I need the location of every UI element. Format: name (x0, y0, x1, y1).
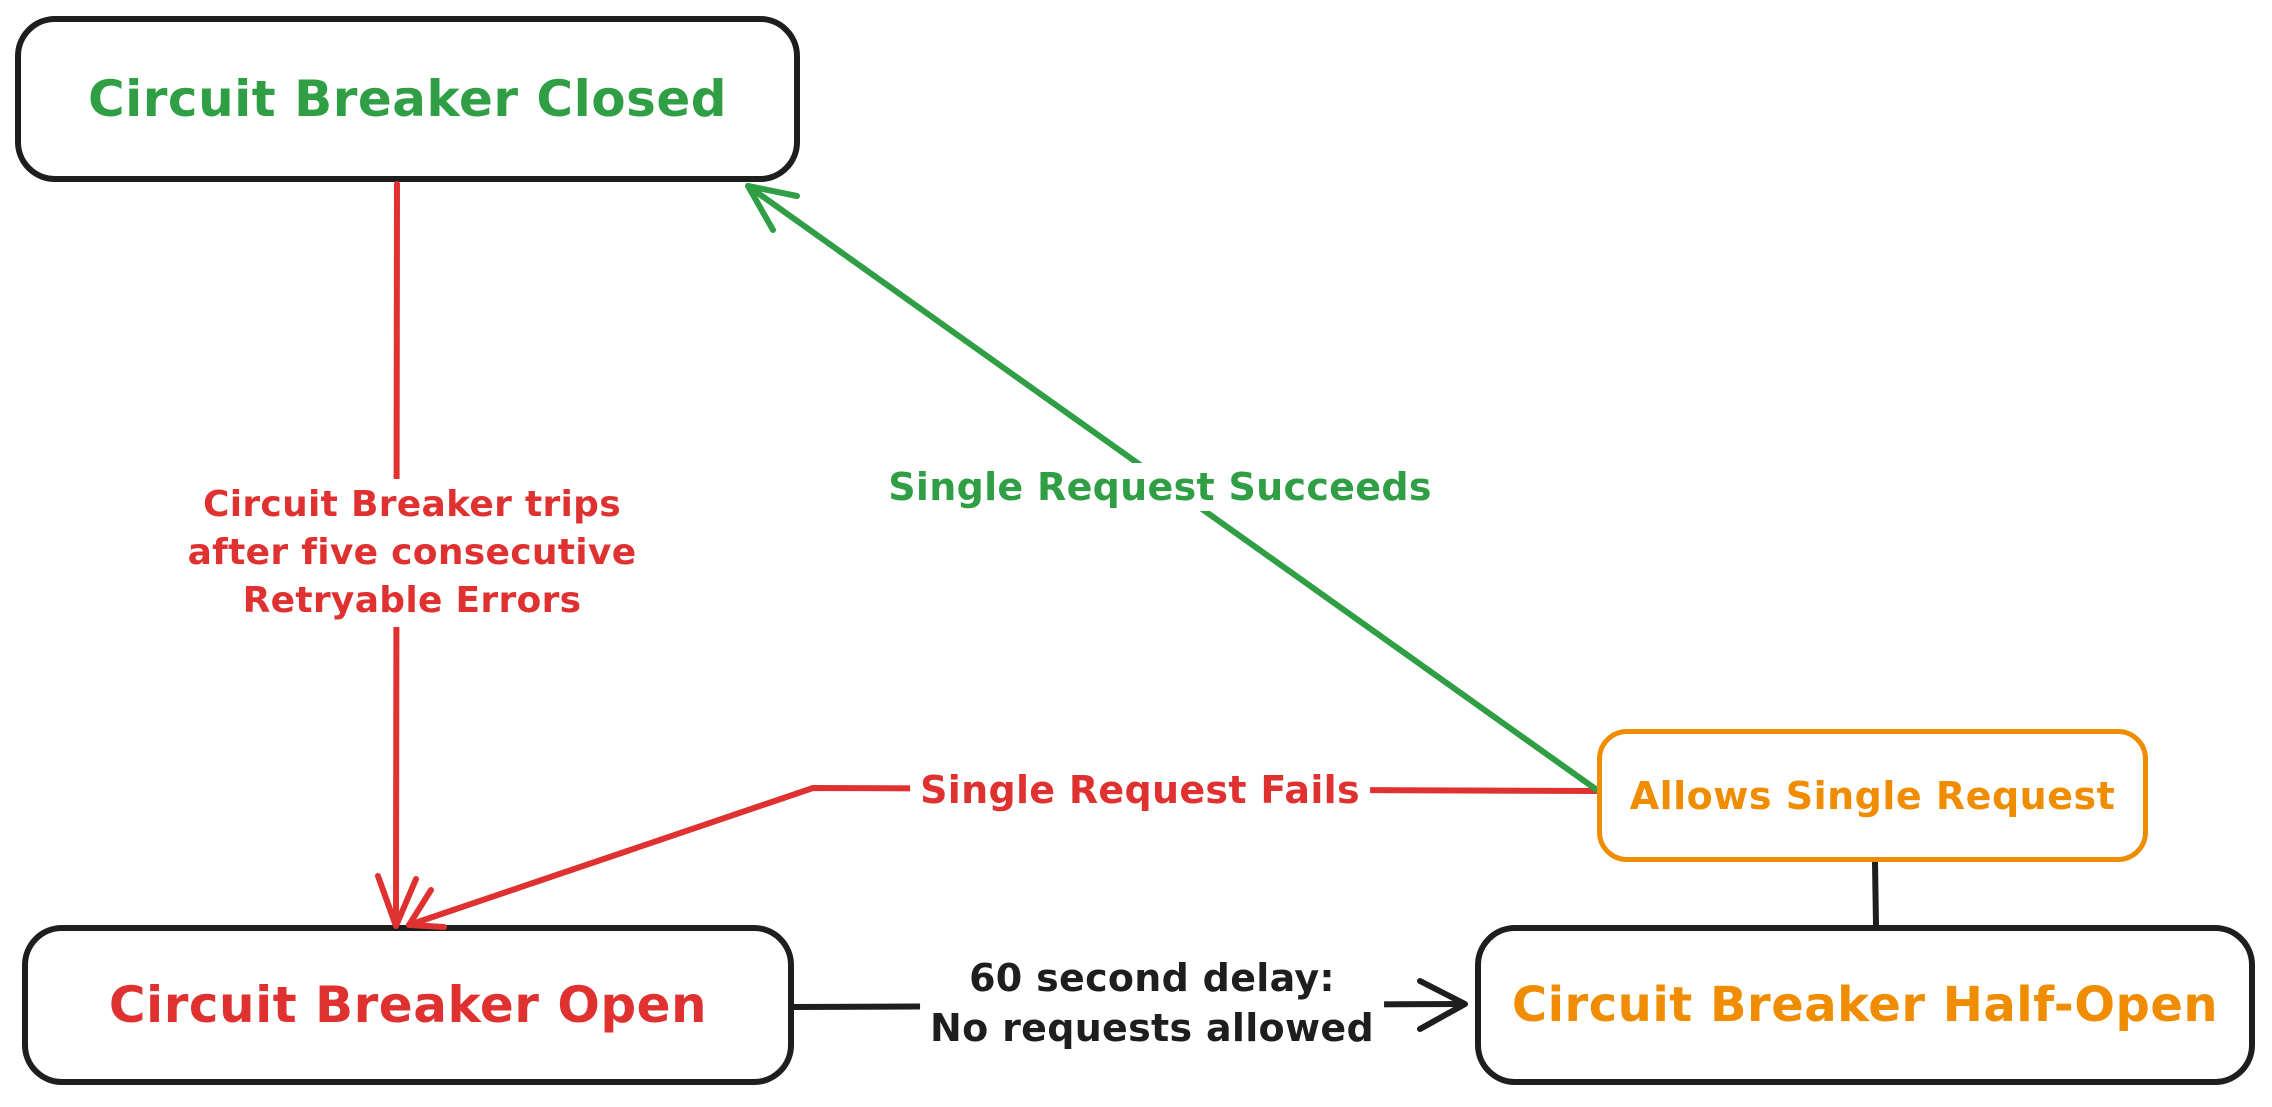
node-circuit-breaker-half-open: Circuit Breaker Half-Open (1475, 925, 2255, 1085)
edge-succeeds-arrowhead-icon (745, 183, 800, 233)
edge-label-delay-line1: 60 second delay: (969, 956, 1335, 1000)
edge-label-succeeds: Single Request Succeeds (878, 463, 1442, 511)
edge-delay-arrowhead-icon (1417, 978, 1468, 1032)
node-circuit-breaker-closed: Circuit Breaker Closed (15, 16, 800, 182)
edge-trips-arrowhead-icon (375, 873, 419, 929)
node-label-half-open: Circuit Breaker Half-Open (1511, 977, 2219, 1033)
edge-fails-arrowhead-icon (406, 887, 447, 930)
node-label-closed: Circuit Breaker Closed (87, 70, 728, 128)
edge-label-fails: Single Request Fails (910, 766, 1370, 814)
edge-label-trips: Circuit Breaker trips after five consecu… (177, 479, 647, 627)
node-label-allows: Allows Single Request (1629, 773, 2116, 818)
edge-label-trips-line1: Circuit Breaker trips (203, 484, 621, 525)
edge-label-trips-line2: after five consecutive (187, 532, 637, 573)
edge-label-delay-line2: No requests allowed (930, 1006, 1374, 1050)
edge-label-delay: 60 second delay: No requests allowed (920, 951, 1384, 1055)
node-label-open: Circuit Breaker Open (108, 976, 708, 1034)
edge-label-trips-line3: Retryable Errors (242, 580, 582, 621)
node-allows-single-request: Allows Single Request (1597, 729, 2148, 862)
edge-halfopen-allows-line (1872, 859, 1879, 928)
node-circuit-breaker-open: Circuit Breaker Open (22, 925, 794, 1085)
